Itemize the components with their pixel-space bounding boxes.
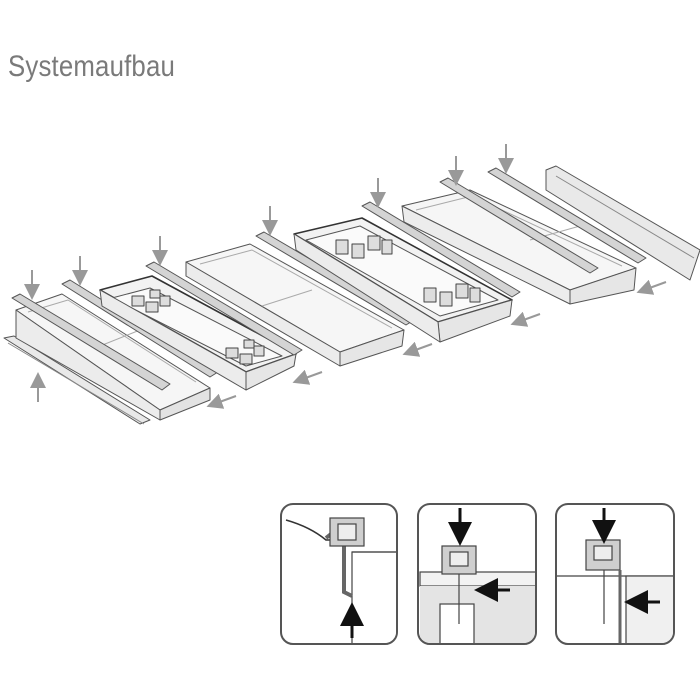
exploded-assembly — [3, 165, 700, 425]
rail-5 — [439, 167, 647, 274]
arrow-left-5 — [636, 279, 667, 295]
arrow-left-4 — [510, 311, 541, 327]
rail-4 — [361, 201, 521, 298]
tray-dividers-2 — [293, 217, 513, 343]
tray-dividers-1 — [99, 275, 297, 391]
detail-panel-3 — [555, 503, 675, 645]
assembly-arrows — [24, 144, 667, 409]
cover-strip — [545, 165, 700, 281]
detail-panel-2 — [417, 503, 537, 645]
arrow-left-3 — [402, 341, 433, 357]
rail-2 — [145, 261, 303, 356]
tray-plain-2 — [185, 243, 405, 367]
detail-panel-1 — [280, 503, 398, 645]
page-title: Systemaufbau — [8, 50, 176, 83]
end-rail — [3, 335, 151, 425]
arrow-left-2 — [292, 369, 323, 385]
arrow-left-1 — [206, 393, 237, 409]
